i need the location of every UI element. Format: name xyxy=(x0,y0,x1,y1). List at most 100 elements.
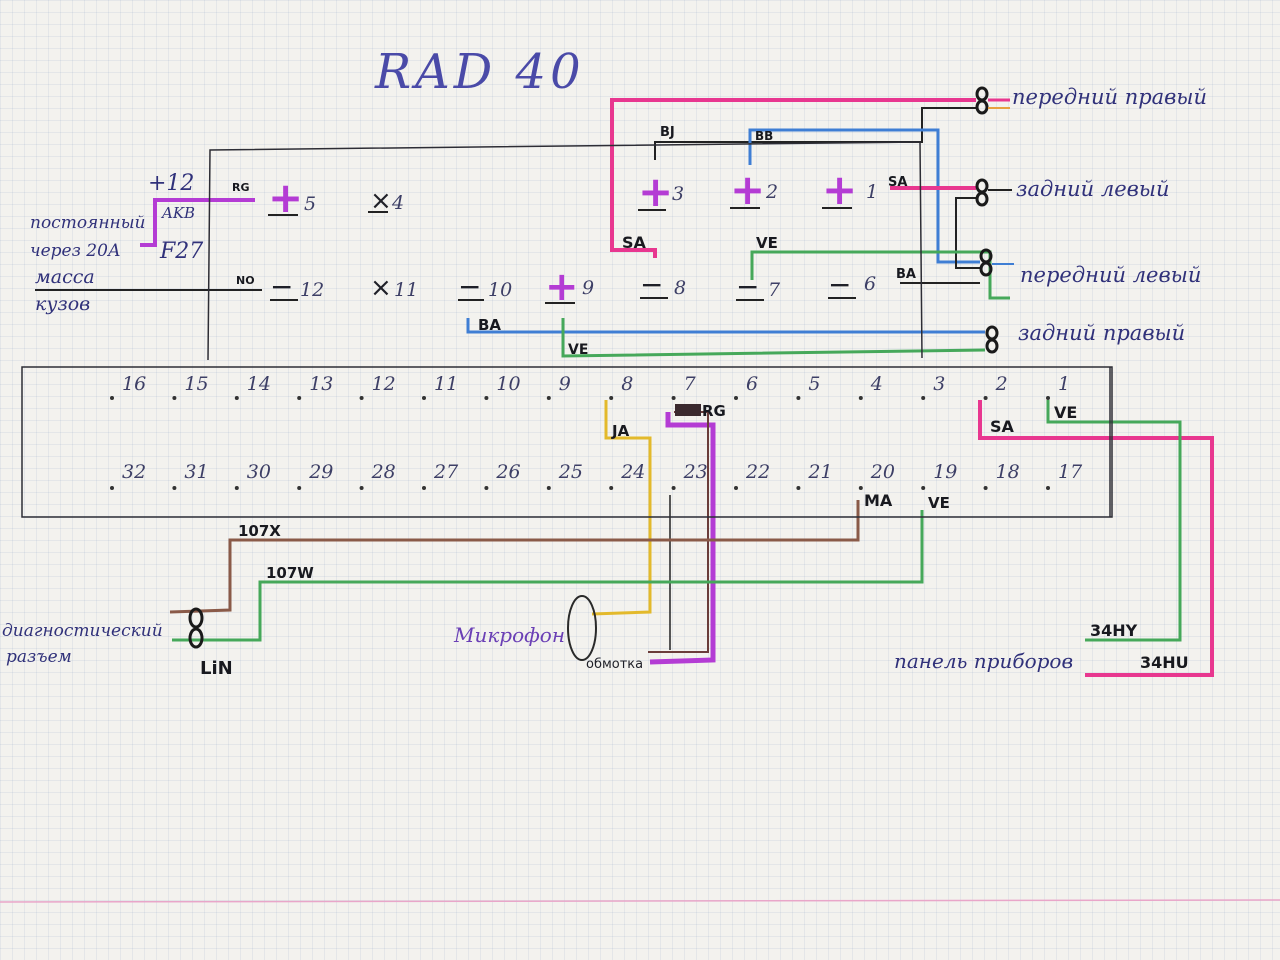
bottom-pin-4: 4 xyxy=(870,373,883,395)
bottom-pin-9: 9 xyxy=(559,373,571,395)
wire-pink-sa-pin2 xyxy=(978,400,1214,677)
wire-brown-rg xyxy=(648,411,709,653)
bottom-pin-dot-2 xyxy=(983,396,988,400)
bottom-pin-dot-26 xyxy=(484,486,489,490)
top-pin-4: × 4 xyxy=(370,186,404,216)
wire-code-bb: BB xyxy=(755,129,773,143)
wire-code-ma: MA xyxy=(864,491,893,510)
ground-label-line2: кузов xyxy=(35,293,90,315)
bottom-pin-dot-12 xyxy=(359,396,364,400)
bottom-pin-dot-10 xyxy=(484,396,489,400)
wire-code-ve-pin1: VE xyxy=(1054,403,1077,422)
top-pin-5: + 5 xyxy=(268,173,316,222)
bottom-pin-dot-16 xyxy=(110,396,114,400)
bottom-pin-6: 6 xyxy=(746,373,758,395)
microphone-symbol xyxy=(567,595,597,661)
wire-black-rear-left xyxy=(955,197,980,269)
bottom-pin-7: 7 xyxy=(684,373,697,395)
rg-connector-block xyxy=(675,404,701,416)
top-pin-5-num: 5 xyxy=(304,193,316,215)
top-pin-1-sign: + xyxy=(822,165,857,214)
wire-blue-ba-pin10 xyxy=(466,318,985,334)
bottom-pin-8: 8 xyxy=(621,373,633,395)
bottom-pin-15: 15 xyxy=(184,373,208,395)
wire-code-rg-bottom: RG xyxy=(702,402,726,420)
top-pin-1-num: 1 xyxy=(866,181,878,203)
bottom-pin-27: 27 xyxy=(433,461,459,483)
top-pin-7-sign: − xyxy=(736,270,759,303)
akb-label: AKB xyxy=(160,204,195,222)
bottom-pin-dot-20 xyxy=(858,486,863,490)
wire-pink-front-right xyxy=(610,98,976,258)
bottom-pin-32: 32 xyxy=(122,461,146,483)
bottom-pin-dot-30 xyxy=(234,486,239,490)
speaker-connector-rear-left xyxy=(975,178,989,207)
top-pin-4-num: 4 xyxy=(391,192,404,214)
bottom-pin-14: 14 xyxy=(247,373,271,395)
top-pin-7-num: 7 xyxy=(768,279,781,301)
bottom-pin-10: 10 xyxy=(496,373,520,395)
bottom-pin-dot-3 xyxy=(921,396,926,400)
wire-code-rg-top: RG xyxy=(232,181,250,194)
bottom-pin-dot-14 xyxy=(234,396,239,400)
bottom-pin-dot-29 xyxy=(297,486,302,490)
speaker-label-front-left: передний левый xyxy=(1020,263,1201,287)
bottom-pin-dot-32 xyxy=(110,486,114,490)
bottom-pin-dot-5 xyxy=(796,396,801,400)
top-pin-10: − 10 xyxy=(458,270,512,303)
bottom-pin-28: 28 xyxy=(371,461,396,483)
bottom-pin-18: 18 xyxy=(996,461,1020,483)
bottom-pin-3: 3 xyxy=(933,373,945,395)
top-pin-9-num: 9 xyxy=(582,277,594,299)
diagnostic-label-line1: диагностический xyxy=(2,621,163,641)
wire-code-bj: BJ xyxy=(660,125,675,140)
top-connector-outline xyxy=(207,141,923,361)
wire-purple-rg xyxy=(649,412,716,665)
speaker-label-rear-right: задний правый xyxy=(1018,321,1185,345)
bottom-pin-dot-24 xyxy=(609,486,614,490)
fuse-label: F27 xyxy=(159,239,203,264)
diagnostic-label-line2: разъем xyxy=(6,647,72,667)
top-pin-6: − 6 xyxy=(828,268,876,301)
wire-green-107w xyxy=(172,510,924,642)
top-pin-2: + 2 xyxy=(730,165,778,214)
wire-code-ve-pin7: VE xyxy=(756,234,778,252)
wire-code-no: NO xyxy=(236,274,255,287)
wire-green-ve-pin7 xyxy=(750,250,1010,300)
wire-purple-plus12 xyxy=(140,198,255,247)
wire-code-34hy: 34HY xyxy=(1090,621,1138,640)
top-pin-8-num: 8 xyxy=(674,277,686,299)
wire-code-sa-pin2: SA xyxy=(990,417,1015,436)
bottom-pin-dot-11 xyxy=(422,396,426,400)
wire-code-107w: 107W xyxy=(266,564,314,582)
bottom-pin-19: 19 xyxy=(933,461,957,483)
bottom-pin-11: 11 xyxy=(434,373,458,395)
bottom-pin-30: 30 xyxy=(247,461,271,483)
bottom-pin-dot-8 xyxy=(609,396,614,400)
bottom-pin-25: 25 xyxy=(558,461,583,483)
bottom-pin-dot-15 xyxy=(172,396,177,400)
wire-code-107x: 107X xyxy=(238,522,281,540)
top-pin-7: − 7 xyxy=(736,270,781,303)
constant-label-line1: постоянный xyxy=(30,213,146,233)
wire-code-ba-pin10: BA xyxy=(478,316,501,334)
top-pin-8-sign: − xyxy=(640,268,663,301)
bottom-pin-dot-6 xyxy=(734,396,738,400)
bottom-pin-dot-18 xyxy=(983,486,988,490)
speaker-connector-rear-right xyxy=(985,325,999,354)
wire-code-ba-pin6: BA xyxy=(896,267,916,282)
bottom-pin-dot-19 xyxy=(921,486,926,490)
bottom-pin-dot-9 xyxy=(546,396,551,400)
top-pin-3-sign: + xyxy=(638,167,673,216)
wire-blue-bb xyxy=(748,128,980,264)
wire-yellow-ja xyxy=(591,400,652,616)
bottom-pin-dot-13 xyxy=(297,396,302,400)
top-pin-11: × 11 xyxy=(370,273,418,303)
top-pin-12-sign: − xyxy=(270,270,293,303)
top-pin-6-num: 6 xyxy=(864,273,876,295)
bottom-pin-16: 16 xyxy=(122,373,146,395)
bottom-connector-outline xyxy=(21,366,1113,518)
bottom-pin-17: 17 xyxy=(1058,461,1083,483)
bottom-pin-23: 23 xyxy=(683,461,708,483)
